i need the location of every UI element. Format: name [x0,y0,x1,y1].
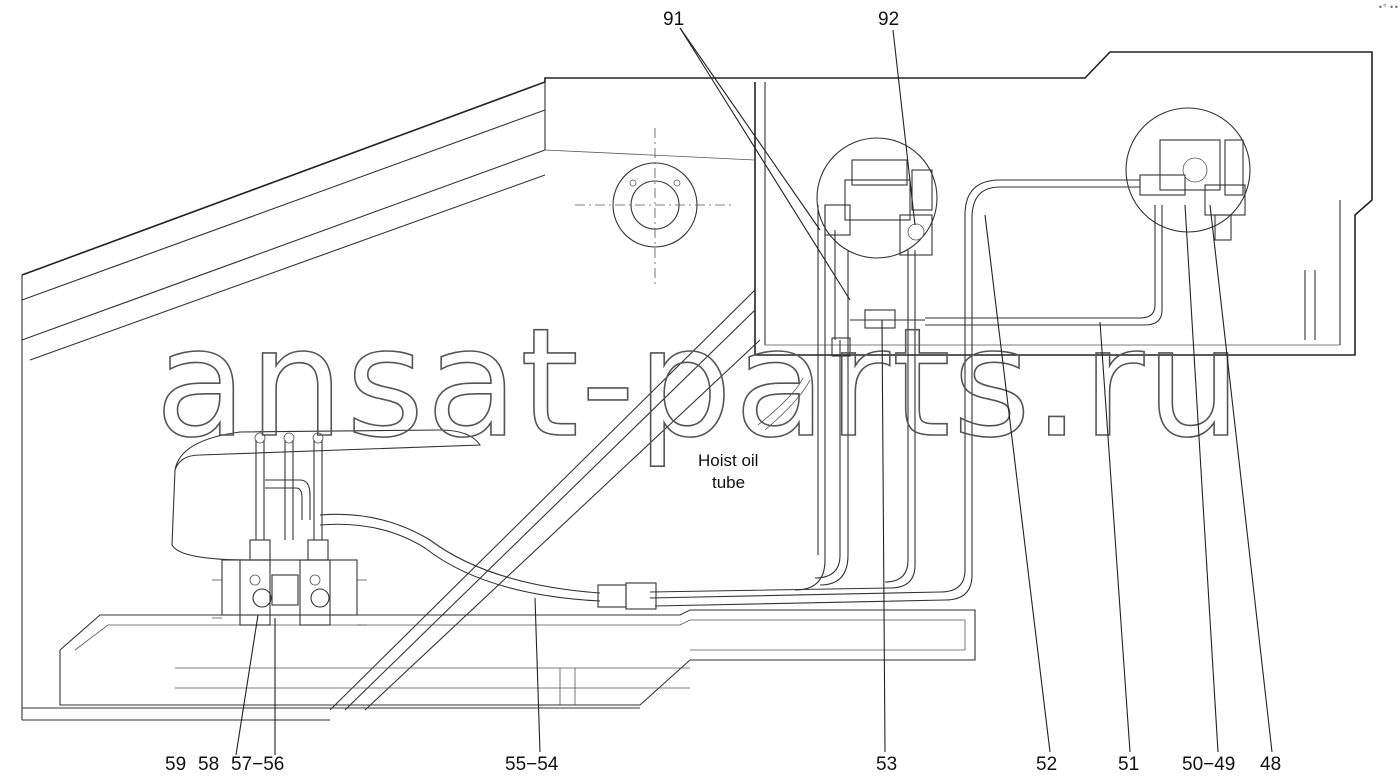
frame-structure [21,51,1373,721]
part-label-50-49: 50−49 [1182,754,1235,775]
part-label-57-56: 57−56 [231,754,284,775]
part-label-55-54: 55−54 [505,754,559,775]
part-label-91: 91 [663,9,684,30]
part-label-92: 92 [878,9,899,30]
hydraulic-pipes [319,179,1163,610]
part-number-labels: 91 92 59 58 57−56 55−54 53 52 51 50−49 4… [165,9,1281,775]
watermark-text: ansat-parts.ru [155,297,1243,471]
winch-assembly-left [816,137,938,259]
leader-lines [235,27,1273,756]
frame-hole [575,128,735,285]
part-label-59: 59 [165,754,186,775]
part-label-52: 52 [1036,754,1057,775]
part-label-53: 53 [876,754,897,775]
part-label-51: 51 [1118,754,1139,775]
part-label-58: 58 [198,754,219,775]
corner-mark: •° ••• [1378,3,1400,12]
hoist-oil-tube-note-line1: Hoist oil [698,451,758,470]
part-label-48: 48 [1260,754,1281,775]
winch-assembly-right [1125,107,1251,241]
valve-block [212,432,367,626]
hoist-oil-tube-note-line2: tube [712,473,745,492]
